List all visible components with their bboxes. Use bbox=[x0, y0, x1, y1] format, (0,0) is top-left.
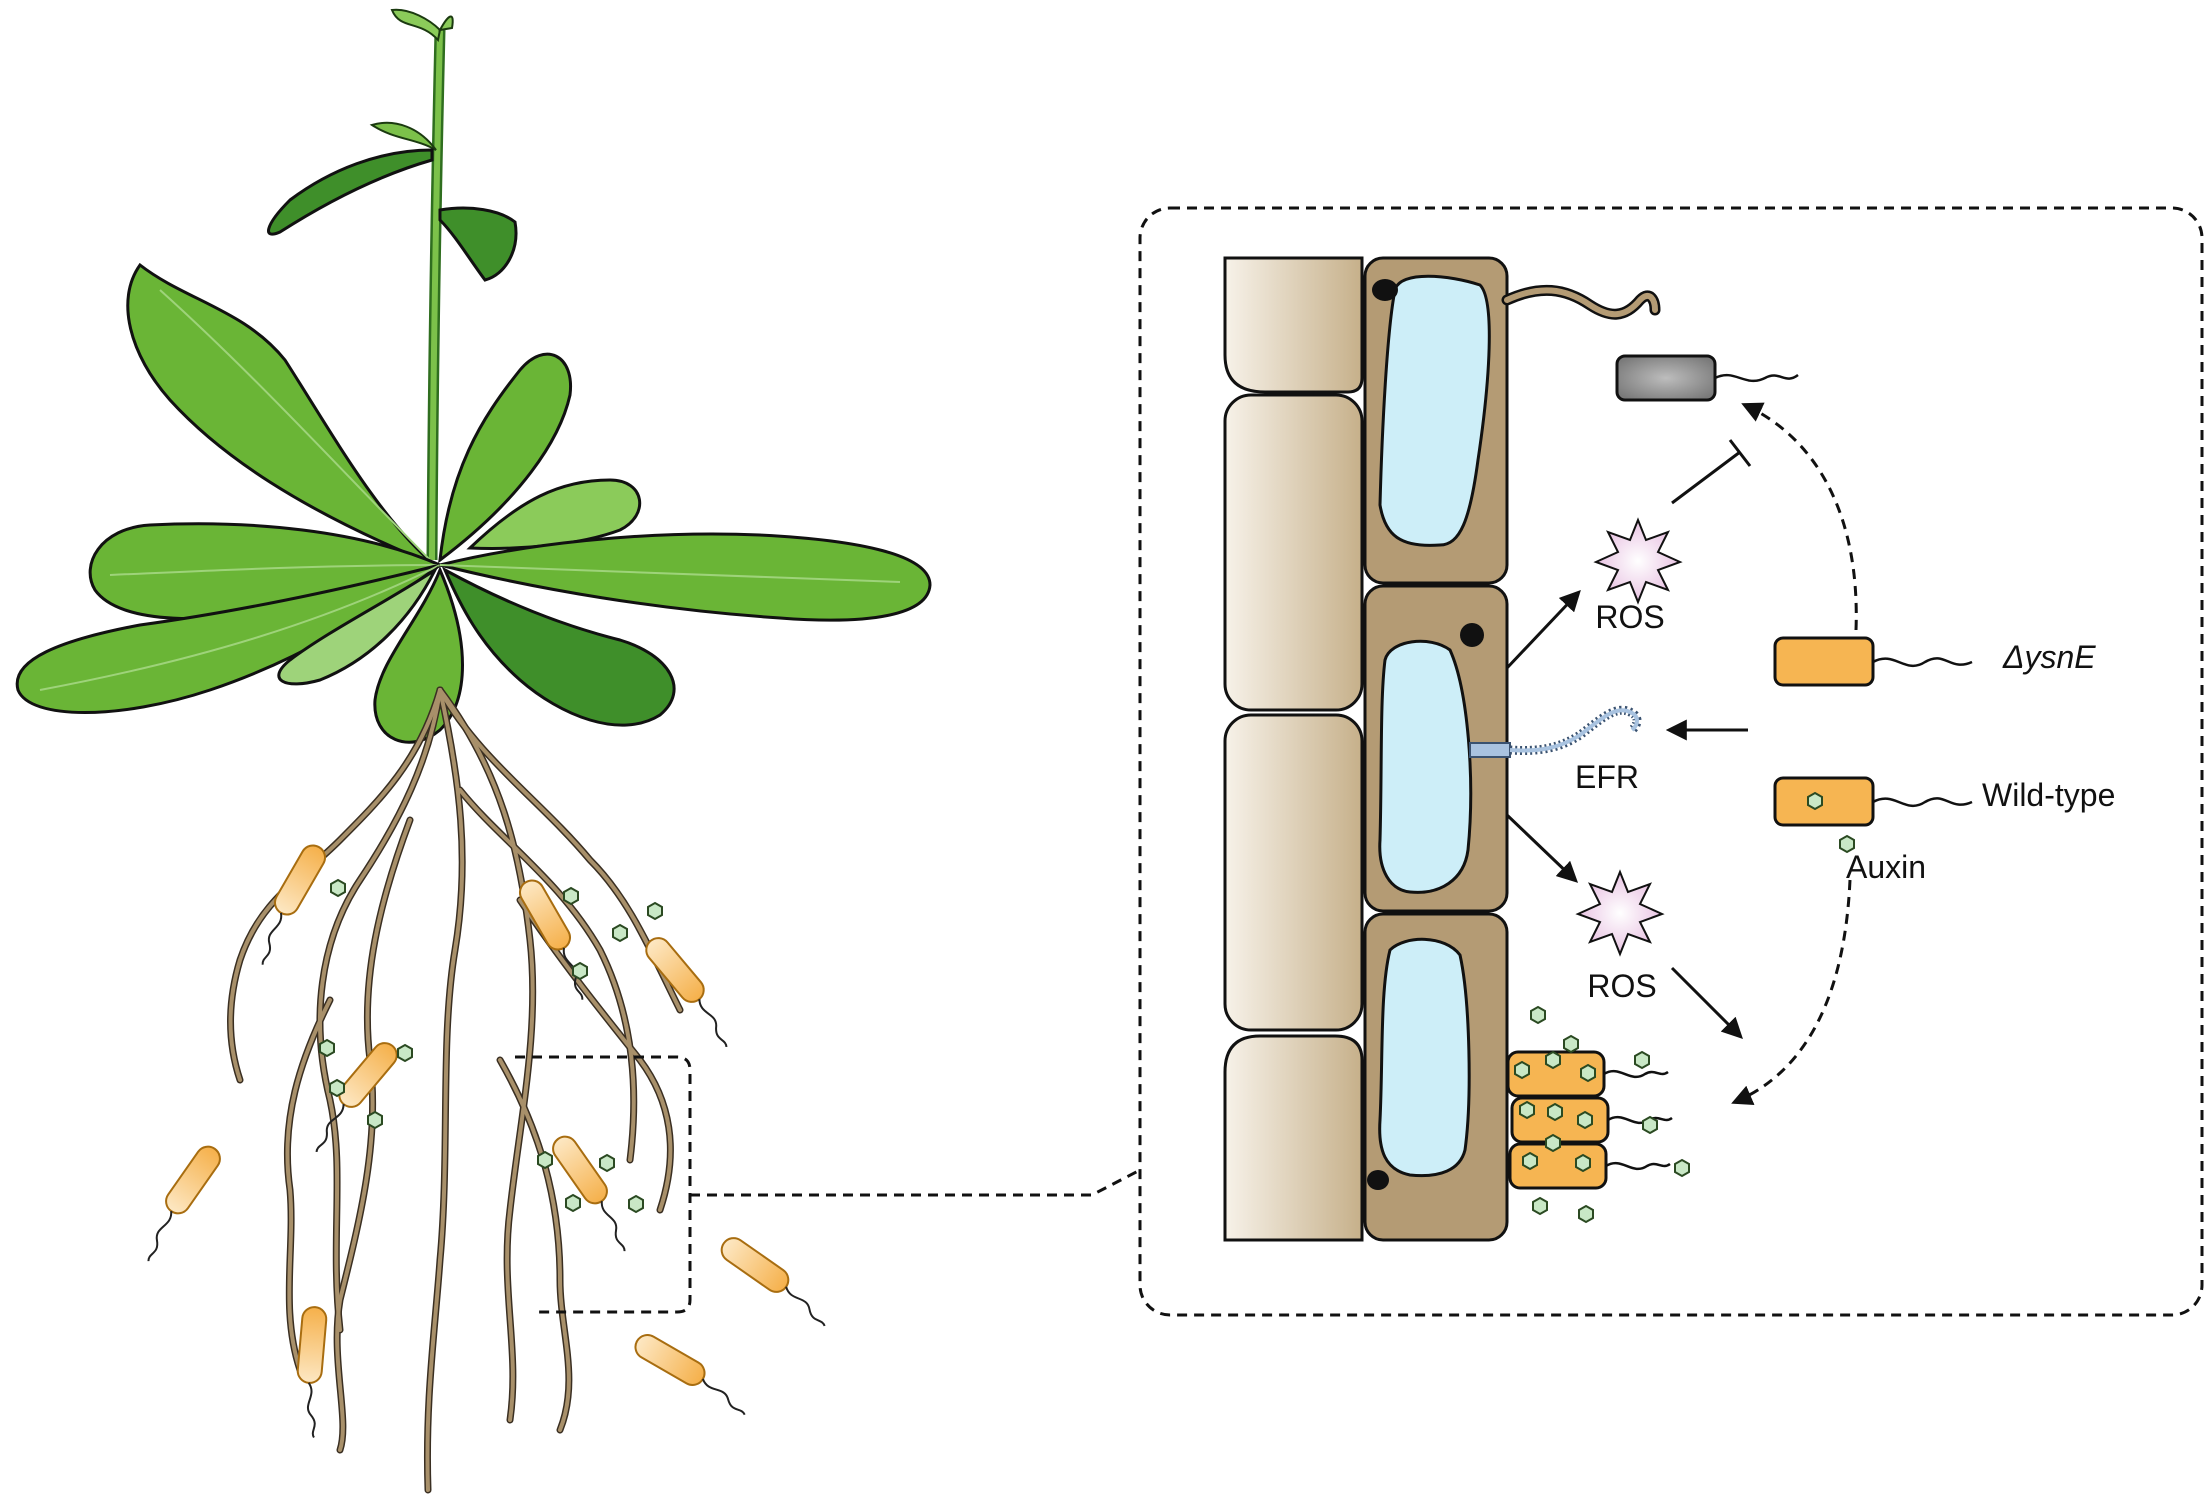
signaling-arrows bbox=[1505, 402, 1858, 1106]
inhibition-line bbox=[1671, 450, 1741, 505]
auxin-dot bbox=[1530, 1005, 1546, 1025]
soil-auxin bbox=[319, 878, 663, 1214]
vacuole bbox=[1378, 639, 1473, 894]
bacterium bbox=[315, 1042, 398, 1153]
nucleus bbox=[1367, 1170, 1389, 1190]
auxin-dot bbox=[1578, 1204, 1594, 1224]
efr-receptor bbox=[1469, 705, 1642, 758]
arrow-mutant-to-inhibited bbox=[1741, 402, 1858, 631]
root-system bbox=[227, 686, 684, 1494]
auxin-dot bbox=[572, 961, 588, 981]
efr-label: EFR bbox=[1575, 759, 1639, 795]
mutant-delta: Δ bbox=[2002, 639, 2024, 675]
bacterium bbox=[147, 1145, 221, 1262]
nucleus bbox=[1460, 623, 1484, 647]
bacterium bbox=[552, 1135, 626, 1252]
soil-bacteria bbox=[147, 844, 826, 1439]
auxin-dot bbox=[330, 878, 346, 898]
leaf-upper-left bbox=[126, 262, 436, 567]
vacuole bbox=[1378, 937, 1471, 1178]
zoom-connector bbox=[690, 1168, 1141, 1197]
leaf-upper-right bbox=[438, 352, 573, 564]
bacterium bbox=[634, 1334, 746, 1416]
nucleus bbox=[1372, 279, 1398, 301]
auxin-dot bbox=[1514, 1060, 1530, 1080]
auxin-dot bbox=[1547, 1102, 1563, 1122]
auxin-dot bbox=[1634, 1050, 1650, 1070]
auxin-label: Auxin bbox=[1846, 849, 1926, 885]
inhibited-bacterium bbox=[1615, 354, 1799, 402]
epidermis-cell bbox=[1223, 1034, 1364, 1242]
inset-panel: EFR ROS ROS bbox=[1138, 206, 2204, 1317]
auxin-dot bbox=[1580, 1063, 1596, 1083]
leaf-back-left bbox=[267, 148, 434, 236]
auxin-dot bbox=[1839, 834, 1855, 854]
zoom-box bbox=[515, 1055, 692, 1314]
auxin-dot bbox=[563, 886, 579, 906]
mutant-gene: ysnE bbox=[2022, 639, 2096, 675]
zoom-indicator bbox=[515, 1055, 1141, 1314]
auxin-dot bbox=[367, 1110, 383, 1130]
ros-upper-label: ROS bbox=[1595, 599, 1664, 635]
leaf-lower-right-dark bbox=[441, 566, 676, 727]
nuclei bbox=[1367, 279, 1484, 1190]
mutant-label: ΔysnE bbox=[2002, 639, 2096, 675]
inset-border bbox=[1138, 206, 2204, 1317]
ros-lower-label: ROS bbox=[1587, 968, 1656, 1004]
epidermis-cell bbox=[1223, 713, 1364, 1032]
bacterium bbox=[720, 1237, 826, 1327]
plant bbox=[15, 8, 932, 744]
mutant-bacterium bbox=[1773, 636, 1973, 687]
arrow-ros-to-auxin bbox=[1670, 966, 1743, 1039]
auxin-dot bbox=[329, 1078, 345, 1098]
leaf-lower-left-light bbox=[277, 565, 439, 686]
leaf-right bbox=[439, 532, 932, 622]
leaf-back-right bbox=[438, 206, 518, 282]
bacterium bbox=[296, 1306, 328, 1439]
auxin-dot bbox=[1575, 1153, 1591, 1173]
auxin-dot bbox=[1563, 1034, 1579, 1054]
vacuole bbox=[1378, 274, 1491, 547]
inhibition-bar bbox=[1728, 439, 1752, 467]
inset-auxin bbox=[1514, 1005, 1690, 1224]
auxin-dot bbox=[1577, 1110, 1593, 1130]
auxin-dot bbox=[319, 1038, 335, 1058]
bacterium bbox=[645, 937, 728, 1048]
auxin-dot bbox=[1545, 1133, 1561, 1153]
ros-lower bbox=[1575, 869, 1665, 957]
arrow-cell-to-ros-upper bbox=[1505, 589, 1581, 670]
auxin-dot bbox=[1545, 1050, 1561, 1070]
flower-stalk bbox=[369, 8, 454, 561]
auxin-dot bbox=[537, 1150, 553, 1170]
bacterium bbox=[519, 879, 584, 1000]
auxin-dot bbox=[1674, 1158, 1690, 1178]
auxin-dot bbox=[397, 1043, 413, 1063]
auxin-dot bbox=[647, 901, 663, 921]
bacterium bbox=[261, 844, 326, 965]
auxin-dot bbox=[1807, 791, 1823, 811]
epidermis-cell bbox=[1223, 393, 1364, 712]
auxin-dot bbox=[1519, 1100, 1535, 1120]
wildtype-bacterium bbox=[1773, 776, 1973, 827]
ros-upper bbox=[1593, 517, 1683, 605]
auxin-dot bbox=[612, 923, 628, 943]
auxin-dot bbox=[1522, 1151, 1538, 1171]
auxin-dot bbox=[1642, 1115, 1658, 1135]
epidermis-cell bbox=[1223, 256, 1364, 394]
arrow-cell-to-ros-lower bbox=[1505, 813, 1579, 883]
auxin-dot bbox=[1532, 1196, 1548, 1216]
auxin-dot bbox=[599, 1153, 615, 1173]
auxin-dot bbox=[628, 1194, 644, 1214]
arrow-wildtype-to-colonization bbox=[1731, 879, 1852, 1106]
wildtype-label: Wild-type bbox=[1982, 777, 2115, 813]
epidermis-cells bbox=[1223, 256, 1364, 1242]
auxin-dot bbox=[565, 1193, 581, 1213]
vacuoles bbox=[1378, 274, 1491, 1178]
